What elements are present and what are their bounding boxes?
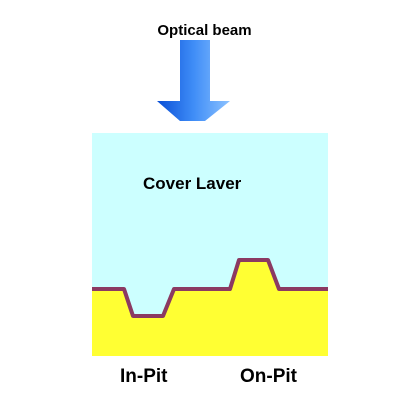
reflective-interface-line	[92, 258, 328, 318]
substrate-layer	[92, 260, 328, 356]
cover-layer-label: Cover Laver	[143, 174, 242, 193]
in-pit-label: In-Pit	[120, 366, 168, 387]
down-arrow-icon	[157, 40, 230, 121]
optical-beam-label: Optical beam	[157, 22, 252, 39]
on-pit-label: On-Pit	[240, 366, 297, 387]
